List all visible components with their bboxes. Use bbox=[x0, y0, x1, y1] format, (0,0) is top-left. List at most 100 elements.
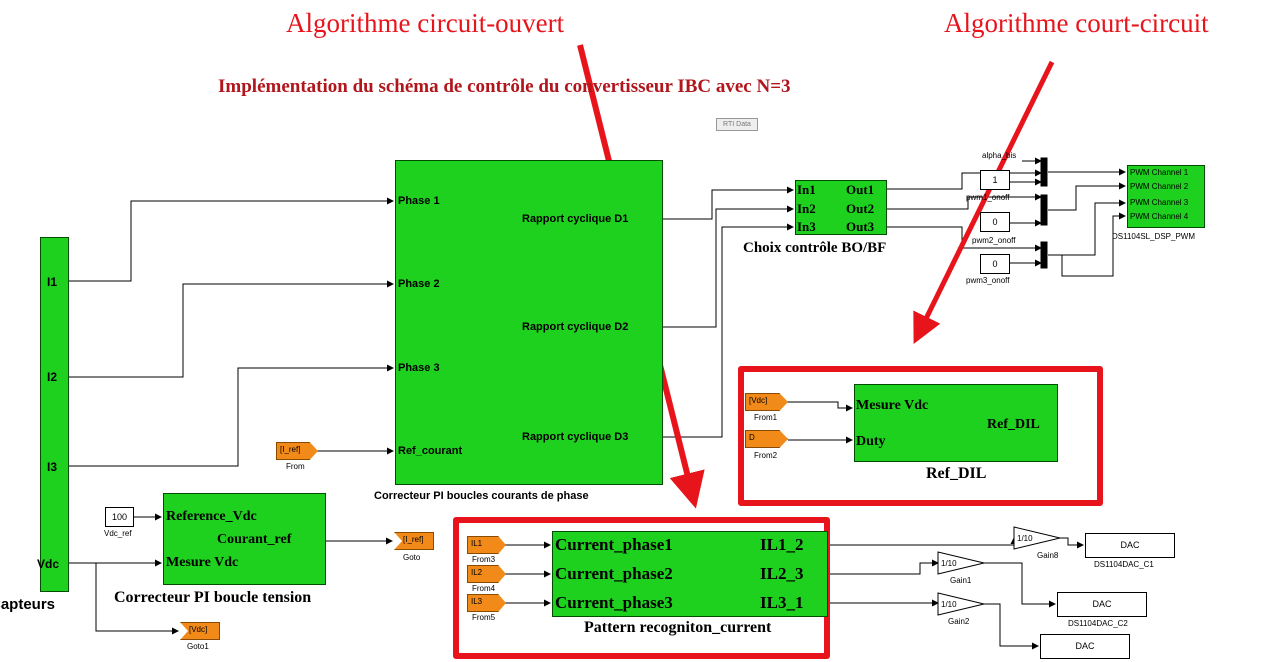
mux-2 bbox=[1040, 194, 1048, 226]
annotation-short-circuit: Algorithme court-circuit bbox=[944, 8, 1209, 38]
ref-dil-in-vdc: Mesure Vdc bbox=[856, 398, 929, 413]
dac-c3[interactable]: DAC bbox=[1040, 634, 1130, 659]
wire-d2 bbox=[663, 205, 794, 328]
capteurs-port-i2: I2 bbox=[47, 370, 58, 384]
arrow-short-circuit bbox=[913, 60, 1055, 344]
ref-dil-block[interactable] bbox=[854, 384, 1058, 462]
ref-dil-in-duty: Duty bbox=[856, 434, 886, 449]
choix-out3: Out3 bbox=[846, 219, 875, 234]
onoff2-const[interactable]: 0 bbox=[980, 212, 1010, 232]
ref-dil-highlight bbox=[738, 366, 1103, 506]
choix-out2: Out2 bbox=[846, 201, 875, 216]
wire-i2 bbox=[69, 280, 394, 378]
wire-vdc-goto1 bbox=[95, 563, 179, 635]
wire-d1 bbox=[663, 186, 794, 220]
from3-label: From3 bbox=[472, 555, 496, 564]
from1-label: From1 bbox=[754, 413, 778, 422]
choix-in1: In1 bbox=[797, 182, 816, 197]
pattern-block[interactable] bbox=[552, 531, 828, 617]
wire-i3 bbox=[69, 364, 394, 467]
gain8-value: 1/10 bbox=[1017, 534, 1033, 543]
wire-il12 bbox=[828, 537, 1018, 546]
wire-g2-dac bbox=[984, 603, 1039, 650]
wire-g1-dac bbox=[984, 562, 1056, 608]
capteurs-caption-clip: Capteurs bbox=[0, 596, 90, 613]
wire-pwm4 bbox=[1048, 212, 1126, 277]
dac-c1[interactable]: DAC bbox=[1085, 533, 1175, 558]
pi-current-in-phase2: Phase 2 bbox=[398, 278, 440, 290]
dac-c2[interactable]: DAC bbox=[1057, 592, 1147, 617]
pwm-channel-1: PWM Channel 1 bbox=[1130, 168, 1189, 177]
pattern-in-1: Current_phase1 bbox=[555, 535, 673, 554]
pi-current-caption: Correcteur PI boucles courants de phase bbox=[374, 490, 589, 502]
from1-tag[interactable]: [Vdc] bbox=[745, 393, 788, 411]
wire-d3 bbox=[663, 223, 794, 438]
pwm-caption: DS1104SL_DSP_PWM bbox=[1112, 232, 1195, 241]
vdcref-label: Vdc_ref bbox=[104, 529, 132, 538]
from-iref-label: From bbox=[286, 462, 305, 471]
capteurs-caption: Capteurs bbox=[0, 596, 56, 613]
gain-2-shape bbox=[937, 592, 985, 616]
capteurs-block[interactable] bbox=[40, 237, 69, 592]
pattern-caption: Pattern recogniton_current bbox=[584, 619, 772, 636]
pi-voltage-out: Courant_ref bbox=[217, 532, 292, 547]
diagram-title: Implémentation du schéma de contrôle du … bbox=[218, 76, 791, 97]
from2-tag[interactable]: D bbox=[745, 430, 788, 448]
pwm-channel-2: PWM Channel 2 bbox=[1130, 182, 1189, 191]
from2-label: From2 bbox=[754, 451, 778, 460]
mux-3 bbox=[1040, 241, 1048, 269]
gain1-value: 1/10 bbox=[941, 559, 957, 568]
goto-iref-label: Goto bbox=[403, 553, 421, 562]
ref-dil-caption: Ref_DIL bbox=[926, 465, 987, 482]
choix-block[interactable] bbox=[795, 180, 887, 235]
annotation-open-circuit: Algorithme circuit-ouvert bbox=[286, 8, 565, 38]
pattern-out-1: IL1_2 bbox=[760, 535, 804, 554]
pi-voltage-in-ref: Reference_Vdc bbox=[166, 509, 257, 524]
from3-tag[interactable]: IL1 bbox=[467, 536, 506, 554]
choix-in2: In2 bbox=[797, 201, 816, 216]
pi-voltage-block[interactable] bbox=[163, 493, 326, 585]
pi-current-out-d3: Rapport cyclique D3 bbox=[522, 431, 629, 443]
pi-current-block[interactable] bbox=[395, 160, 663, 485]
goto-iref-tag[interactable]: [I_ref] bbox=[394, 532, 434, 550]
capteurs-port-i1: I1 bbox=[47, 275, 58, 289]
from4-tag[interactable]: IL2 bbox=[467, 565, 506, 583]
pi-current-in-phase3: Phase 3 bbox=[398, 362, 440, 374]
wire-il23 bbox=[828, 559, 939, 575]
onoff2-label: pwm2_onoff bbox=[972, 236, 1016, 245]
pi-voltage-caption: Correcteur PI boucle tension bbox=[114, 589, 312, 606]
gain2-value: 1/10 bbox=[941, 600, 957, 609]
from-iref-tag[interactable]: [I_ref] bbox=[276, 442, 318, 460]
capteurs-port-i3: I3 bbox=[47, 460, 58, 474]
gain8-label: Gain8 bbox=[1037, 551, 1059, 560]
gain1-label: Gain1 bbox=[950, 576, 972, 585]
wire-pwm2 bbox=[1048, 182, 1126, 211]
mux-1 bbox=[1040, 157, 1048, 187]
gain-1-shape bbox=[937, 551, 985, 575]
wire-g8-dac bbox=[1060, 537, 1084, 549]
onoff1-label: pwm1_onoff bbox=[966, 193, 1010, 202]
pi-current-in-refcourant: Ref_courant bbox=[398, 445, 463, 457]
pwm-channel-3: PWM Channel 3 bbox=[1130, 198, 1189, 207]
pi-current-out-d2: Rapport cyclique D2 bbox=[522, 321, 629, 333]
wire-i1 bbox=[69, 197, 394, 282]
gain2-label: Gain2 bbox=[948, 617, 970, 626]
onoff3-const[interactable]: 0 bbox=[980, 254, 1010, 274]
onoff3-label: pwm3_onoff bbox=[966, 276, 1010, 285]
choix-in3: In3 bbox=[797, 219, 816, 234]
wire-pwm3 bbox=[1048, 199, 1126, 256]
capteurs-port-vdc: Vdc bbox=[37, 557, 60, 571]
goto1-tag[interactable]: [Vdc] bbox=[180, 622, 220, 640]
choix-out1: Out1 bbox=[846, 182, 875, 197]
vdcref-const[interactable]: 100 bbox=[105, 507, 134, 527]
wire-out3 bbox=[887, 226, 1042, 252]
ref-dil-out: Ref_DIL bbox=[987, 417, 1040, 432]
rti-data-block[interactable]: RTI Data bbox=[716, 118, 758, 131]
onoff1-const[interactable]: 1 bbox=[980, 170, 1010, 190]
wire-from1 bbox=[788, 401, 853, 412]
from5-tag[interactable]: IL3 bbox=[467, 594, 506, 612]
choix-caption: Choix contrôle BO/BF bbox=[743, 240, 887, 256]
gain-8-shape bbox=[1013, 526, 1061, 550]
pwm-block[interactable] bbox=[1127, 165, 1205, 228]
dac-c1-label: DS1104DAC_C1 bbox=[1094, 560, 1154, 569]
